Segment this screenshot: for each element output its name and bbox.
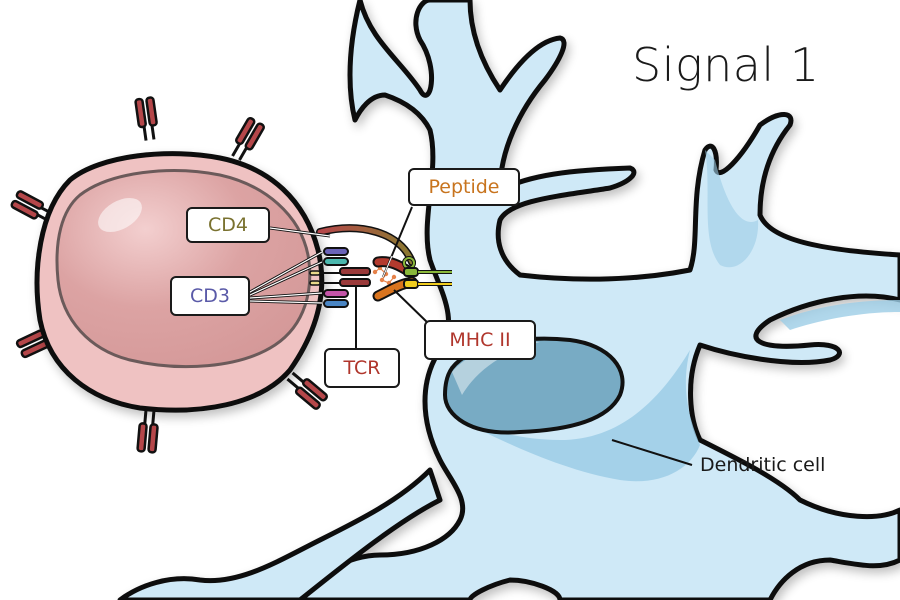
surface-receptor (136, 409, 159, 454)
cd3-label-text: CD3 (190, 284, 230, 307)
t-cell-nucleus (55, 169, 312, 369)
immune-synapse (309, 224, 452, 308)
tcr-label: TCR (324, 348, 400, 388)
dendritic-shade-right (780, 300, 900, 330)
mhc2-leader-line (393, 289, 431, 326)
cd3-chain-magenta (323, 289, 349, 298)
mhc2-label: MHC II (424, 320, 536, 360)
surface-receptor (231, 116, 265, 161)
dendritic-cell (117, 0, 900, 600)
cd4-label: CD4 (186, 207, 270, 243)
t-cell-highlight (98, 197, 142, 233)
mhc2-molecule (372, 256, 452, 302)
surface-receptor (10, 190, 55, 223)
dendritic-cell-leader-line (611, 439, 693, 466)
cd3-chain-blue (323, 299, 349, 308)
peptide-leader-line-white (382, 255, 393, 278)
cd3-chain-teal (323, 257, 349, 266)
t-cell-surface-receptors (10, 96, 328, 454)
peptide-label-text: Peptide (428, 175, 500, 198)
surface-receptor (134, 96, 158, 141)
cd3-leader-lines (249, 250, 323, 305)
dendritic-branch-lower-left (117, 467, 443, 600)
tcr-label-text: TCR (343, 356, 381, 379)
cd3-label: CD3 (170, 276, 250, 316)
surface-receptor (286, 371, 328, 410)
dendritic-shade-branch (705, 150, 759, 268)
cd3-chain-purple (323, 247, 349, 256)
peptide-label: Peptide (408, 168, 520, 206)
cd4-label-text: CD4 (208, 213, 248, 236)
peptide-molecule (372, 265, 397, 286)
diagram-title: Signal 1 (632, 38, 820, 92)
dendritic-cell-label: Dendritic cell (700, 454, 826, 476)
dendritic-cell-body (297, 0, 900, 600)
tcr-molecule (309, 267, 371, 287)
leader-lines (249, 206, 431, 350)
mhc2-label-text: MHC II (449, 328, 511, 351)
